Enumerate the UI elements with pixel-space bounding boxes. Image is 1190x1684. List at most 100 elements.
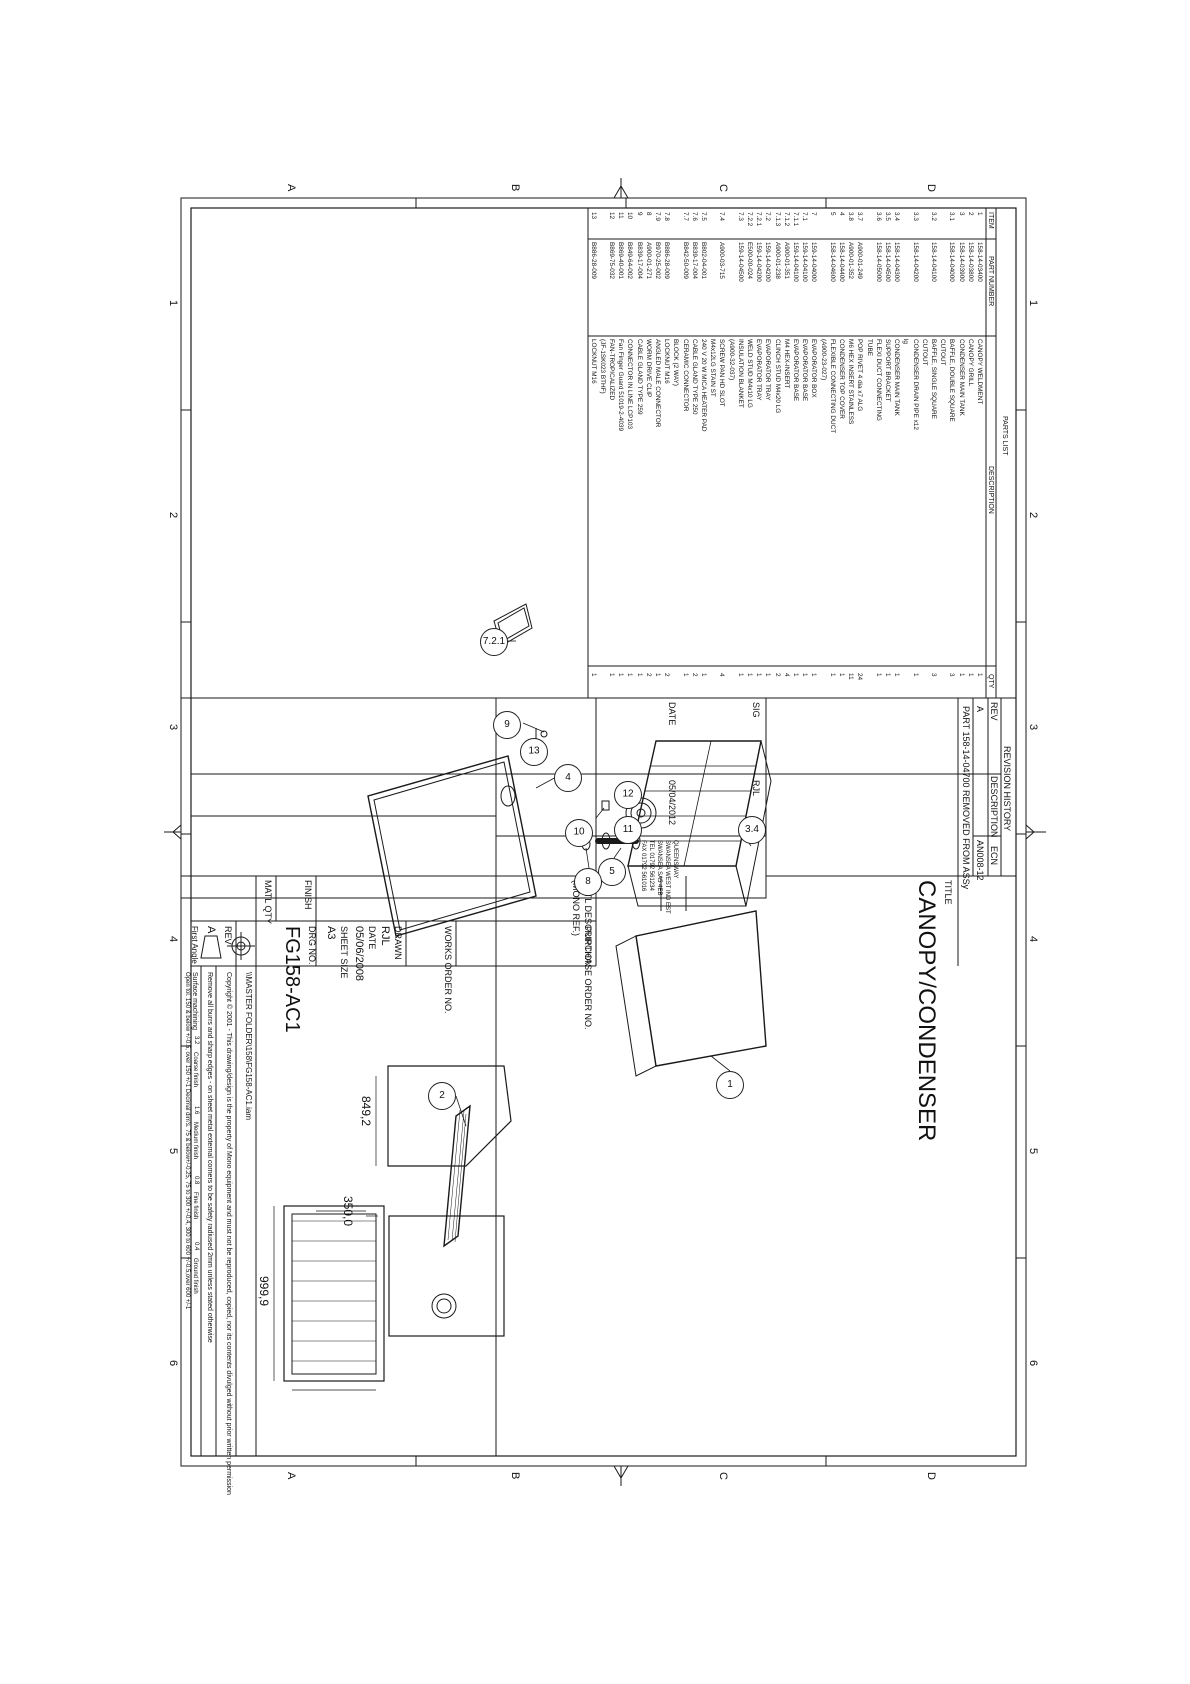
parts-qty-cell: 1	[792, 673, 799, 677]
sheet-size-label: SHEET SIZE	[339, 926, 349, 979]
parts-desc-cell: EVAPORATOR BOX	[810, 339, 818, 398]
balloon: 9	[493, 711, 521, 739]
parts-number-cell: 158-14-03800	[966, 242, 974, 282]
parts-qty-cell: 1	[911, 673, 919, 677]
parts-item-cell: 11	[617, 212, 625, 219]
rev-row-date: 05/04/2012	[667, 780, 677, 826]
date-label: DATE	[367, 926, 377, 950]
parts-item-cell: 13	[589, 212, 597, 220]
parts-desc-cell: lg	[902, 339, 910, 344]
parts-qty-cell: 1	[874, 673, 882, 677]
parts-desc-cell: CONDENSER DRAIN PIPE x12	[911, 339, 919, 430]
parts-item-cell: 7.1.3	[773, 212, 781, 227]
rev-value: A	[205, 926, 217, 934]
parts-item-cell: 3.5	[884, 212, 891, 221]
first-angle-symbol	[227, 932, 255, 960]
parts-number-cell: B970-25-002	[654, 242, 661, 279]
balloon: 4	[554, 764, 582, 792]
balloon: 3.4	[738, 816, 766, 844]
zone-letter: D	[925, 1472, 937, 1480]
parts-col-item: ITEM	[987, 212, 994, 229]
balloon: 11	[614, 816, 642, 844]
parts-qty-cell: 1	[617, 673, 625, 677]
parts-desc-cell: WELD STUD M4x10 LG	[746, 339, 753, 408]
parts-item-cell: 8	[644, 212, 652, 216]
parts-list-row: (JF-1SK023 BTHF)	[598, 208, 607, 698]
parts-number-cell: 158-14-04300	[893, 242, 901, 282]
parts-qty-cell: 1	[626, 673, 634, 677]
parts-item-cell: 7.4	[718, 212, 726, 221]
part-connector	[601, 800, 610, 811]
parts-qty-cell: 1	[654, 673, 661, 677]
finish-label: Fine finish	[192, 1192, 198, 1220]
parts-item-cell: 3.6	[874, 212, 882, 221]
parts-list-row: M4x12LG STAIN ST	[708, 208, 717, 698]
parts-list-row: lg	[901, 208, 910, 698]
parts-col-qty: QTY	[987, 674, 994, 689]
parts-desc-cell: 240 V 20 W MICA HEATER PAD	[700, 339, 707, 432]
parts-desc-cell: EVAPORATOR BASE	[801, 339, 809, 402]
rev-row-rev: A	[975, 706, 985, 713]
parts-col-desc: DESCRIPTION	[987, 466, 994, 514]
parts-desc-cell: FLEXI DUCT CONNECTING	[874, 339, 882, 421]
rev-col-sig: SIG	[751, 702, 761, 718]
rev-col-rev: REV	[989, 702, 999, 721]
view-side	[387, 1065, 512, 1167]
parts-desc-cell: WORM DRIVE CLIP	[644, 339, 652, 398]
parts-number-cell: 158-14-03400	[976, 242, 983, 282]
parts-desc-cell: CONNECTOR IN LINE LCP103	[626, 339, 634, 430]
parts-number-cell: B886-28-009	[589, 242, 597, 279]
parts-qty-cell: 1	[976, 673, 983, 677]
parts-desc-cell: FAN-TROPICALIZED	[608, 339, 615, 401]
parts-item-cell: 2	[966, 212, 974, 216]
parts-desc-cell: BAFFLE, SINGLE SQUARE	[930, 339, 937, 419]
rev-row-description: PART 158-14-04700 REMOVED FROM ASSy	[961, 706, 971, 890]
parts-number-cell: B869-75-032	[608, 242, 615, 279]
parts-qty-cell: 1	[828, 673, 836, 677]
parts-item-cell: 7.2	[764, 212, 772, 221]
surface-label: Surface machining	[191, 972, 198, 1030]
parts-number-cell: 158-14-05000	[874, 242, 882, 282]
zone-number: 2	[167, 512, 179, 519]
parts-item-cell: 4	[838, 212, 845, 216]
parts-desc-cell: CANOPY GRILL	[966, 339, 974, 387]
parts-desc-cell: CANOPY WELDMENT	[976, 339, 983, 405]
parts-desc-cell: TUBE	[865, 339, 873, 357]
company-line: QUEENSWAY	[672, 840, 678, 879]
parts-list-title: PARTS LIST	[1001, 416, 1008, 456]
parts-list-row: TUBE	[865, 208, 874, 698]
parts-qty-cell: 1	[801, 673, 809, 677]
parts-item-cell: 3	[957, 212, 965, 216]
parts-qty-cell: 2	[773, 673, 781, 677]
parts-desc-cell: CABLE GLAND TYPE 250	[690, 339, 698, 415]
zone-number: 4	[167, 936, 179, 943]
parts-desc-cell: (A900-32-037)	[727, 339, 735, 381]
company-line: SWANSEA WEST IND EST	[664, 840, 670, 914]
rev-col-description: DESCRIPTION	[989, 776, 999, 838]
zone-number: 1	[167, 300, 179, 307]
parts-desc-cell: BLOCK (2 WAY)	[672, 339, 680, 386]
title-block-box	[180, 697, 767, 899]
parts-desc-cell: (A900-23-027)	[819, 339, 827, 381]
parts-desc-cell: EVAPORATOR TRAY	[764, 339, 772, 401]
parts-desc-cell: CUTOUT	[920, 339, 928, 366]
zone-letter: B	[509, 184, 521, 192]
parts-desc-cell: M4 HEX-INSERT	[782, 339, 790, 389]
parts-number-cell: 159-14-04100	[792, 242, 799, 282]
parts-item-cell: 3.8	[847, 212, 855, 221]
parts-qty-cell: 1	[608, 673, 615, 677]
parts-number-cell: B849-64-002	[626, 242, 634, 279]
zone-letter: C	[717, 184, 729, 192]
parts-desc-cell: INSULATION BLANKET	[736, 339, 744, 408]
parts-item-cell: 7.1.2	[782, 212, 790, 227]
parts-item-cell: 7.3	[736, 212, 744, 221]
